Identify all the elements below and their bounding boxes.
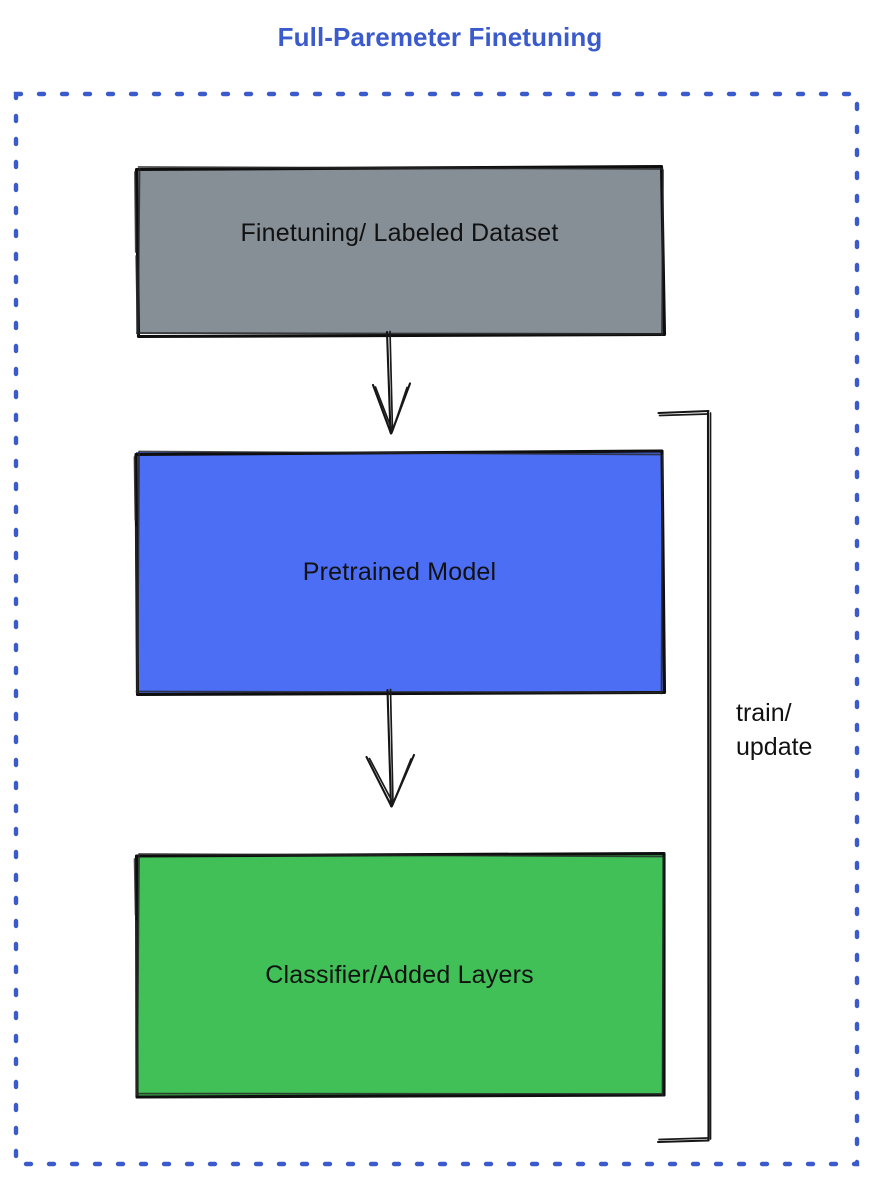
node-classifier-label: Classifier/Added Layers [265, 961, 534, 989]
edge-train-update-label-line1: train/ [736, 699, 792, 727]
node-pretrained-model-label: Pretrained Model [302, 558, 497, 586]
node-dataset[interactable]: Finetuning/ Labeled Dataset [134, 164, 667, 339]
node-dataset-fill [136, 168, 663, 334]
edge-train-update-label: train/ update [736, 696, 846, 764]
dashed-frame-svg [13, 91, 860, 1167]
edge-train-update-label-line2: update [736, 733, 813, 761]
node-dataset-label: Finetuning/ Labeled Dataset [240, 218, 559, 247]
node-classifier[interactable]: Classifier/Added Layers [133, 851, 666, 1099]
node-pretrained-model[interactable]: Pretrained Model [133, 449, 667, 697]
full-parameter-finetuning-boundary [13, 91, 860, 1167]
page-title: Full-Paremeter Finetuning [277, 22, 603, 52]
dashed-frame-rect [13, 91, 860, 1167]
